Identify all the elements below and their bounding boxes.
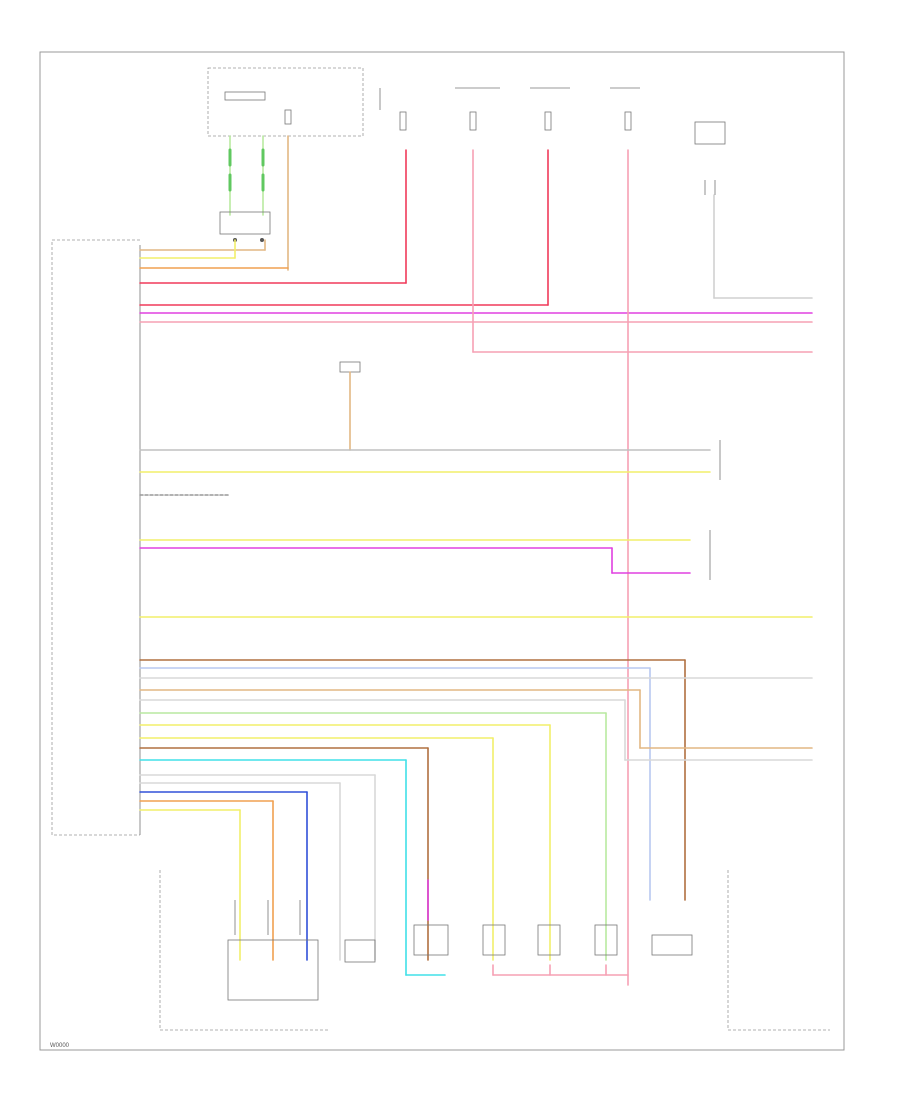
tcm-module xyxy=(51,239,141,836)
shift-solenoid-1 xyxy=(537,924,561,956)
fuse-block xyxy=(207,67,364,137)
data-link-connector xyxy=(694,121,726,195)
transaxle-harness xyxy=(139,659,813,976)
hot-in-run-source-1 xyxy=(455,87,500,131)
hot-in-run-source-2 xyxy=(530,87,570,131)
tcc-solenoid xyxy=(482,924,506,956)
pressure-control-solenoid xyxy=(405,924,449,976)
fluid-temp-sensor xyxy=(344,939,376,963)
diagram-frame xyxy=(39,51,845,1051)
output-speed-sensor xyxy=(651,934,693,956)
hot-in-start-source xyxy=(610,87,640,131)
hot-at-all-times-source xyxy=(379,88,407,131)
auto-transaxle-box xyxy=(727,870,830,1031)
ground-symbol xyxy=(339,361,361,451)
abs-module-connector xyxy=(139,530,711,580)
serial-data-wires xyxy=(139,440,721,496)
power-wires xyxy=(139,149,813,353)
shift-solenoid-2 xyxy=(594,924,618,956)
trans-range-switch xyxy=(159,870,330,1031)
splice-connector xyxy=(219,211,271,242)
fuse-block-outputs xyxy=(228,135,289,271)
figure-code: W0000 xyxy=(50,1043,70,1049)
solenoid-feed xyxy=(492,964,629,976)
